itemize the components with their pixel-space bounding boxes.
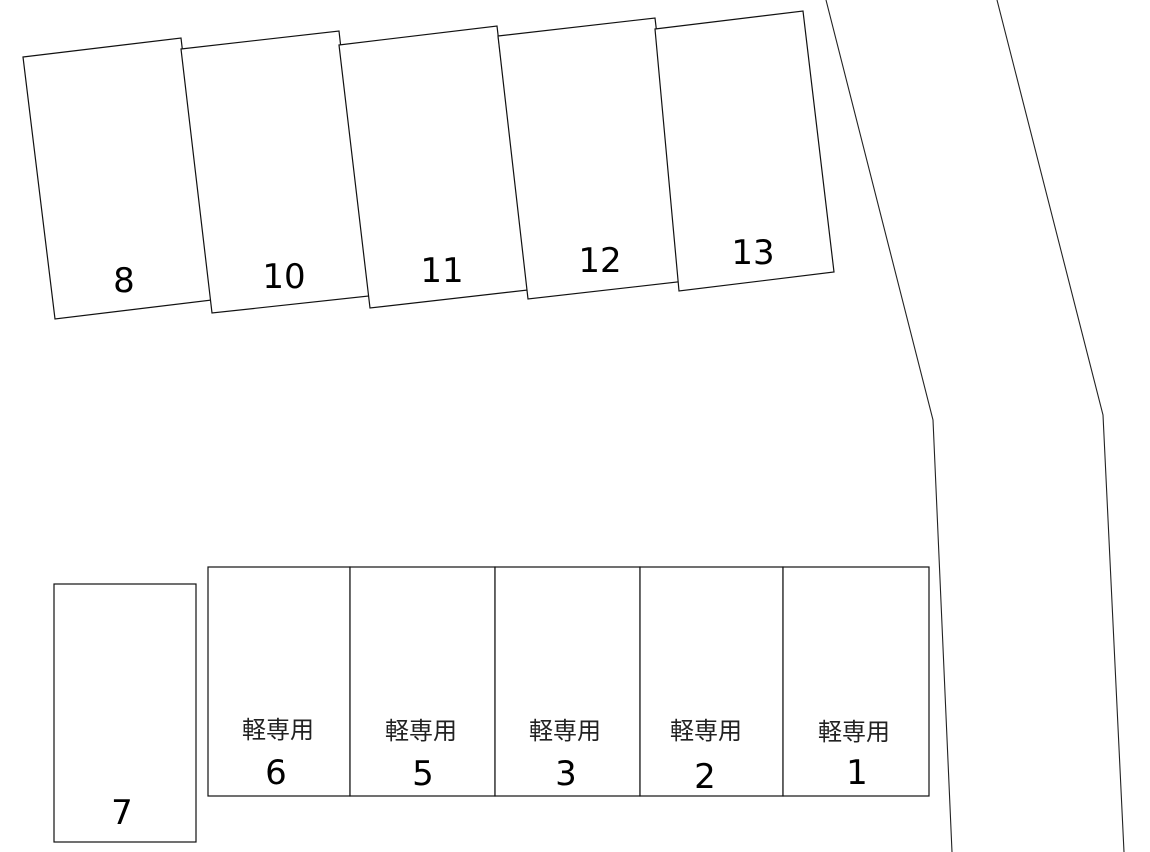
kei-only-label: 軽専用 xyxy=(529,717,601,745)
space-number: 12 xyxy=(578,241,621,281)
parking-space-1[interactable]: 軽専用 1 xyxy=(782,566,930,797)
space-outline xyxy=(782,566,930,797)
kei-only-label: 軽専用 xyxy=(385,717,457,745)
parking-space-11[interactable]: 11 xyxy=(338,25,529,309)
parking-space-5[interactable]: 軽専用 5 xyxy=(349,566,496,797)
space-number: 10 xyxy=(262,257,305,297)
space-outline xyxy=(639,566,784,797)
kei-only-label: 軽専用 xyxy=(670,717,742,745)
road-right-edge xyxy=(996,0,1125,852)
space-outline xyxy=(53,583,197,843)
space-number: 6 xyxy=(265,753,287,793)
space-number: 11 xyxy=(420,251,463,291)
parking-space-6[interactable]: 軽専用 6 xyxy=(207,566,351,797)
parking-space-8[interactable]: 8 xyxy=(22,37,213,320)
space-number: 8 xyxy=(113,261,135,301)
parking-space-13[interactable]: 13 xyxy=(654,10,835,292)
space-outline xyxy=(494,566,641,797)
space-number: 7 xyxy=(111,793,133,833)
kei-only-label: 軽専用 xyxy=(818,718,890,746)
parking-space-10[interactable]: 10 xyxy=(180,30,370,314)
space-number: 3 xyxy=(555,754,577,794)
parking-space-2[interactable]: 軽専用 2 xyxy=(639,566,784,797)
parking-space-3[interactable]: 軽専用 3 xyxy=(494,566,641,797)
space-number: 13 xyxy=(731,233,774,273)
road-left-edge xyxy=(825,0,953,852)
space-outline xyxy=(654,10,835,292)
space-number: 5 xyxy=(412,754,434,794)
kei-only-label: 軽専用 xyxy=(242,716,314,744)
top-parking-row: 8 10 11 12 13 xyxy=(22,10,835,320)
space-number: 1 xyxy=(846,753,868,793)
space-number: 2 xyxy=(694,757,716,797)
parking-space-12[interactable]: 12 xyxy=(497,17,687,300)
space-outline xyxy=(207,566,351,797)
parking-space-7[interactable]: 7 xyxy=(53,583,197,843)
bottom-parking-row: 軽専用 6 軽専用 5 軽専用 3 軽専用 2 軽専用 1 xyxy=(207,566,930,797)
road xyxy=(825,0,1125,852)
